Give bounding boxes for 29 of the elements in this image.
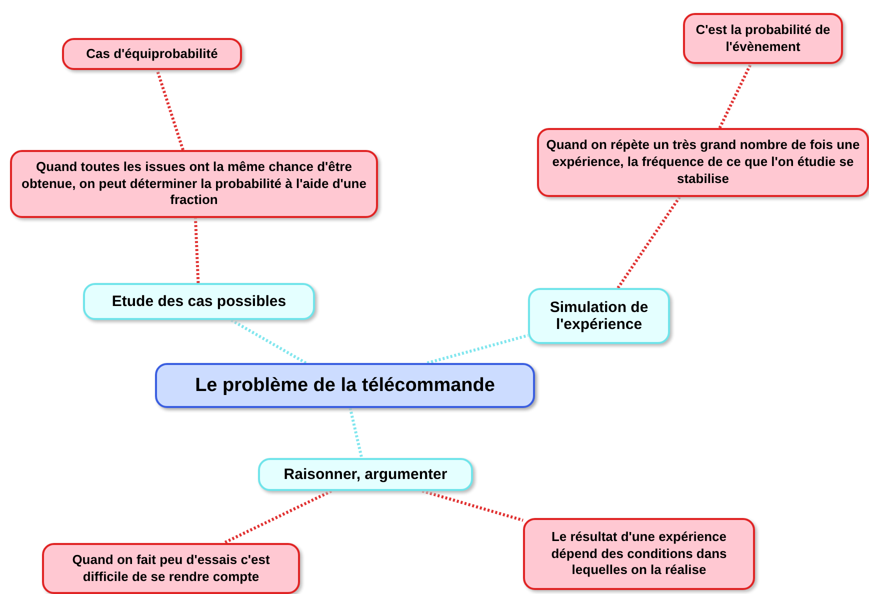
subtopic-box xyxy=(258,458,473,491)
note-box xyxy=(523,518,755,590)
dotted-connector xyxy=(194,218,200,284)
dotted-connector xyxy=(718,63,752,129)
node-text: Quand toutes les issues ont la même chance d'être obtenue, on peut déterminer la probabilité à l'aide d'une fraction xyxy=(20,158,368,210)
note-box xyxy=(42,543,300,594)
note-box xyxy=(62,38,242,70)
dotted-connector xyxy=(348,408,364,458)
dotted-connector xyxy=(230,318,307,364)
dotted-connector xyxy=(616,196,681,289)
note-box xyxy=(537,128,869,197)
subtopic-box xyxy=(83,283,315,320)
node-text: C'est la probabilité de l'évènement xyxy=(694,22,832,56)
node-text: Quand on répète un très grand nombre de fois une expérience, la fréquence de ce que l'on étudie se stabilise xyxy=(545,137,861,188)
dotted-connector xyxy=(422,490,524,522)
node-text: Raisonner, argumenter xyxy=(282,466,448,483)
subtopic-box xyxy=(528,288,670,344)
dotted-connector xyxy=(156,70,184,150)
node-text: Quand on fait peu d'essais c'est difficile de se rendre compte xyxy=(71,552,271,586)
note-box xyxy=(10,150,378,218)
dotted-connector xyxy=(426,334,528,364)
node-text: Le problème de la télécommande xyxy=(194,374,496,396)
note-box xyxy=(683,13,843,64)
node-text: Le résultat d'une expérience dépend des conditions dans lequelles on la réalise xyxy=(550,528,728,580)
node-text: Etude des cas possibles xyxy=(110,293,288,310)
dotted-connector xyxy=(223,490,332,544)
node-text: Simulation de l'expérience xyxy=(548,299,650,333)
node-text: Cas d'équiprobabilité xyxy=(85,46,219,62)
central-topic-box xyxy=(155,363,535,408)
